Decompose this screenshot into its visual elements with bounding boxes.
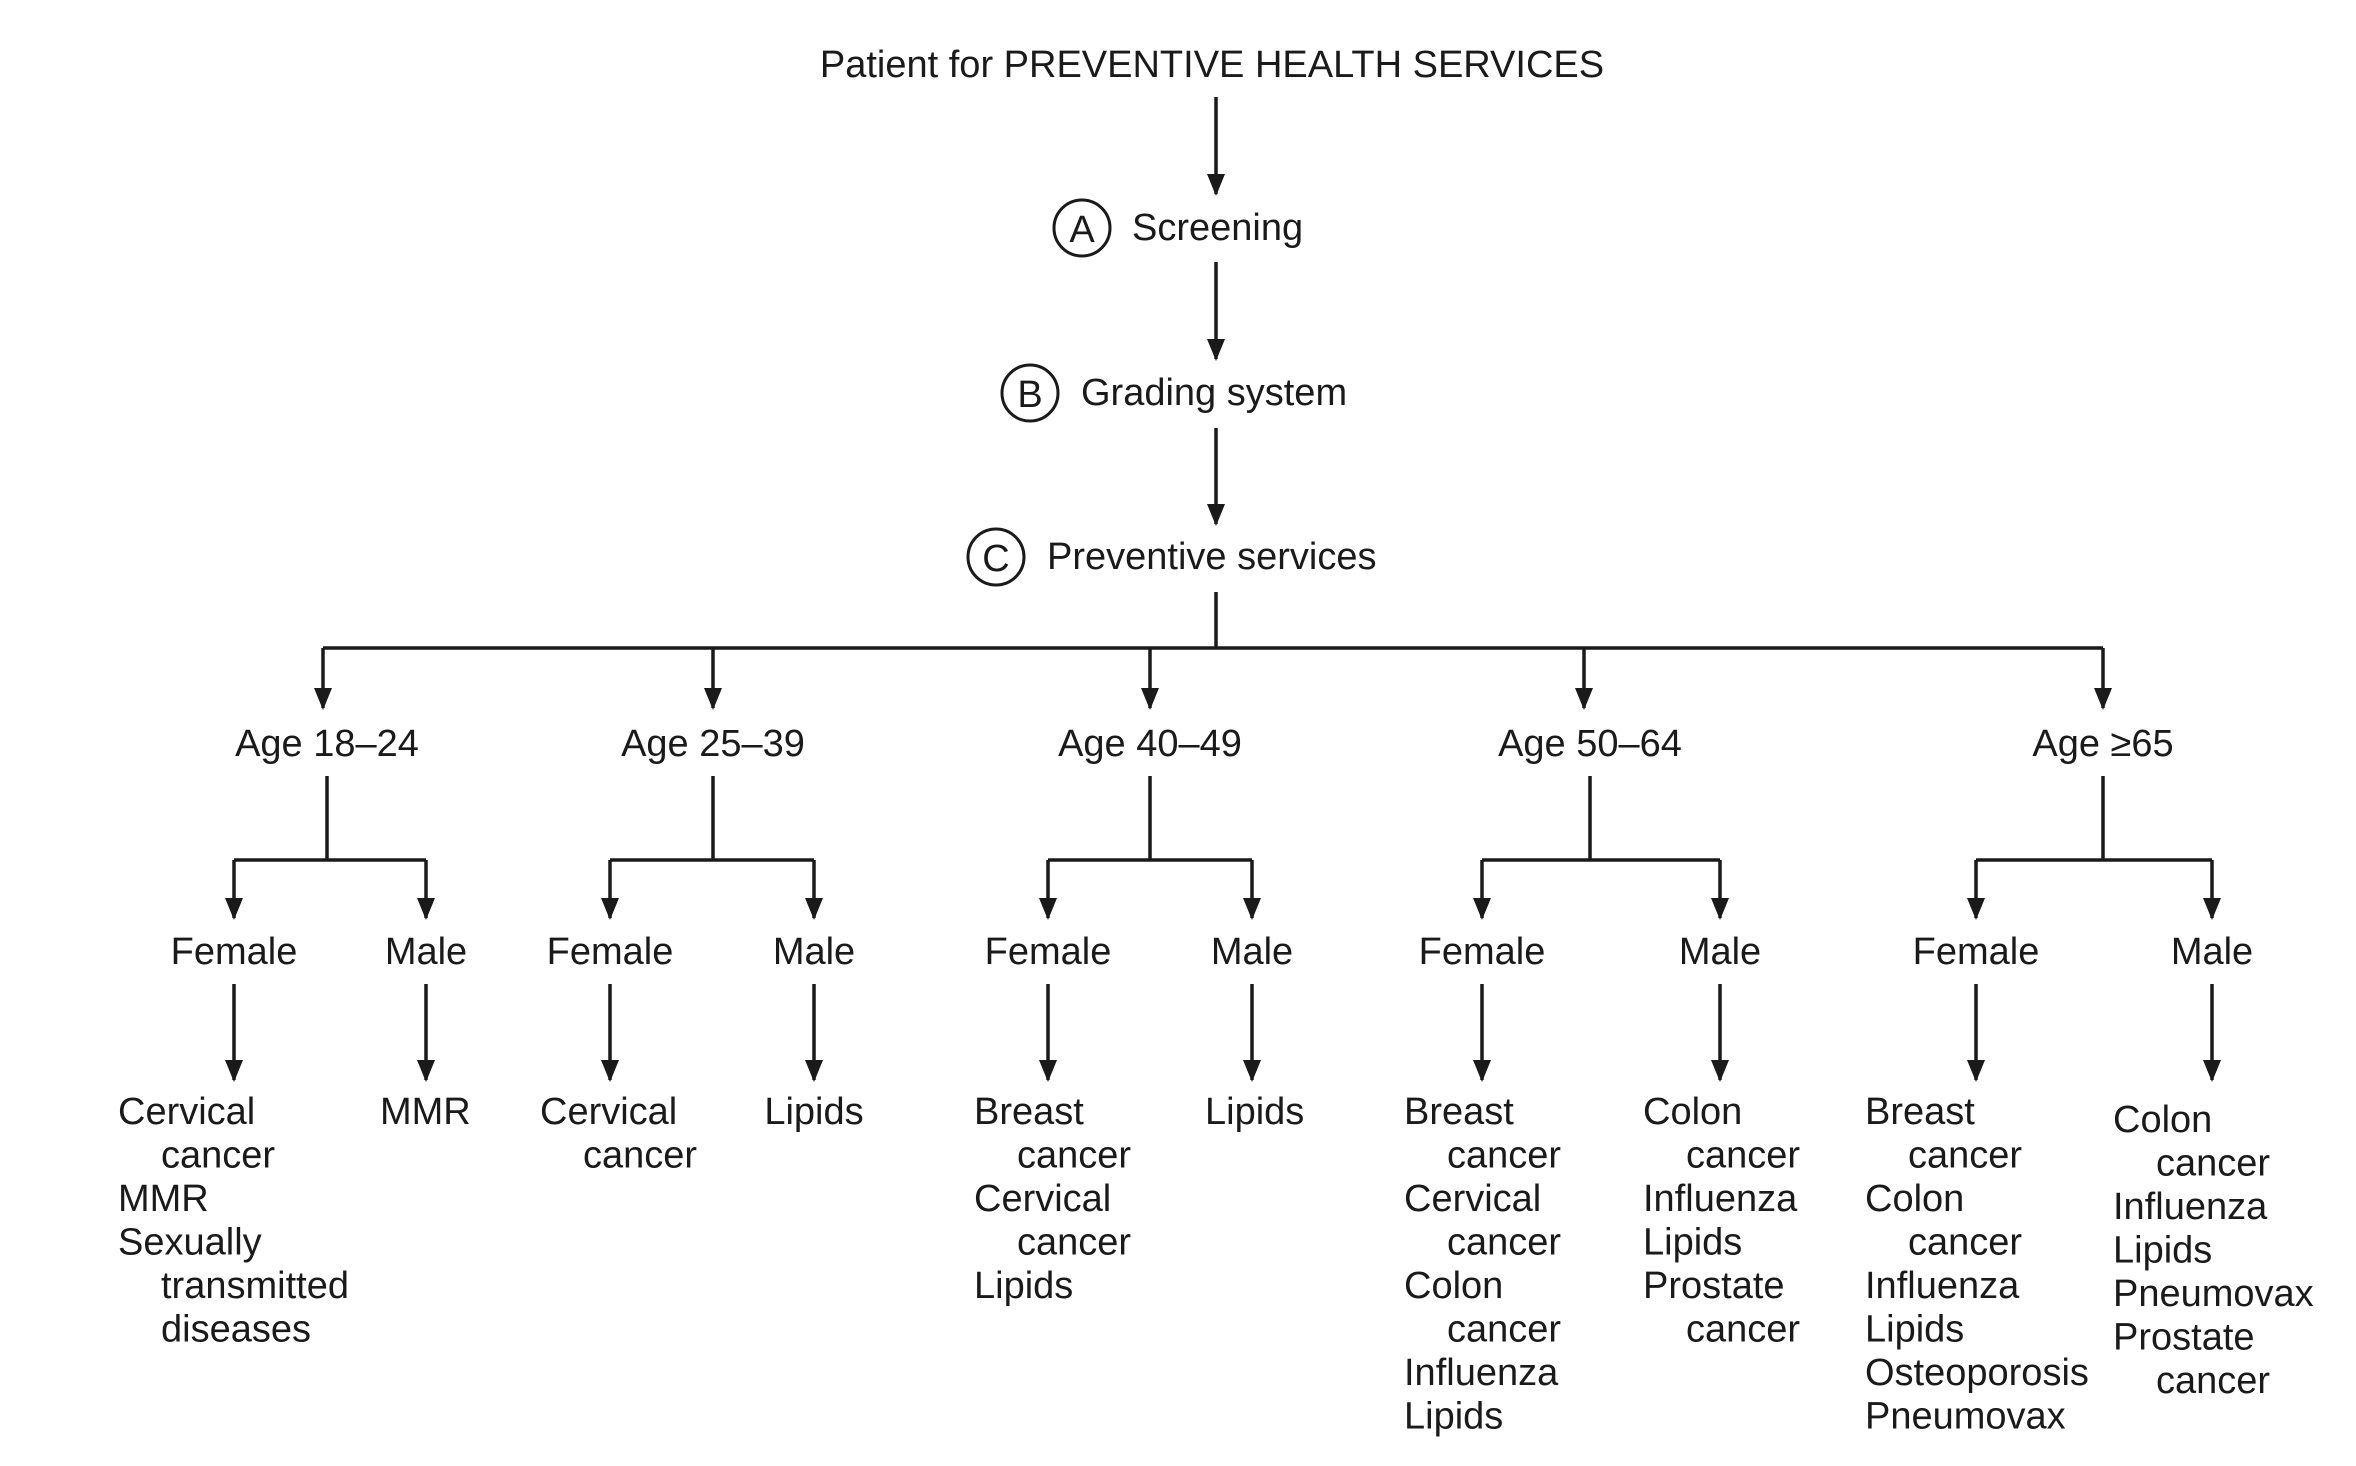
step-a-label: Screening <box>1132 207 1303 249</box>
male-label: Male <box>2171 931 2253 973</box>
female-service-item: Cervical <box>540 1091 677 1133</box>
step-c-letter: C <box>982 538 1009 580</box>
female-service-list: BreastcancerColoncancerInfluenzaLipidsOs… <box>1865 1091 2089 1438</box>
female-service-item: Pneumovax <box>1865 1396 2066 1438</box>
female-service-item: Osteoporosis <box>1865 1352 2089 1394</box>
age-label: Age ≥65 <box>2032 723 2173 765</box>
male-service-list: Lipids <box>764 1091 863 1133</box>
step-b-letter: B <box>1017 374 1042 416</box>
female-service-item: Lipids <box>1865 1309 1964 1351</box>
female-service-item: cancer <box>1017 1135 1131 1177</box>
male-service-item: Influenza <box>1643 1178 1798 1220</box>
age-label: Age 18–24 <box>235 723 419 765</box>
step-b: B Grading system <box>1000 363 1347 423</box>
step-b-label: Grading system <box>1081 372 1347 414</box>
female-service-item: Cervical <box>974 1178 1111 1220</box>
female-label: Female <box>1419 931 1546 973</box>
step-a: A Screening <box>1052 198 1303 258</box>
female-service-item: cancer <box>1908 1222 2022 1264</box>
male-service-item: Lipids <box>1205 1091 1304 1133</box>
age-group: Age ≥65FemaleBreastcancerColoncancerInfl… <box>1865 648 2314 1438</box>
female-service-item: Cervical <box>118 1091 255 1133</box>
male-service-list: MMR <box>380 1091 471 1133</box>
female-service-item: cancer <box>1017 1222 1131 1264</box>
male-service-item: Prostate <box>2113 1317 2255 1359</box>
male-service-item: Lipids <box>1643 1222 1742 1264</box>
male-label: Male <box>1211 931 1293 973</box>
male-service-item: cancer <box>2156 1360 2270 1402</box>
age-group: Age 40–49FemaleBreastcancerCervicalcance… <box>974 648 1304 1307</box>
male-service-item: MMR <box>380 1091 471 1133</box>
step-c-circle <box>966 527 1026 587</box>
female-service-item: Breast <box>1865 1091 1975 1133</box>
male-label: Male <box>1679 931 1761 973</box>
male-service-item: cancer <box>1686 1309 1800 1351</box>
age-groups: Age 18–24FemaleCervicalcancerMMRSexually… <box>118 592 2314 1438</box>
female-label: Female <box>1913 931 2040 973</box>
female-service-item: Colon <box>1404 1265 1503 1307</box>
female-service-item: cancer <box>161 1135 275 1177</box>
step-a-letter: A <box>1069 209 1095 251</box>
age-label: Age 50–64 <box>1498 723 1682 765</box>
male-service-item: Influenza <box>2113 1186 2268 1228</box>
male-label: Male <box>773 931 855 973</box>
male-service-item: Prostate <box>1643 1265 1785 1307</box>
male-service-item: Lipids <box>764 1091 863 1133</box>
diagram-title: Patient for PREVENTIVE HEALTH SERVICES <box>820 44 1604 86</box>
age-label: Age 25–39 <box>621 723 805 765</box>
male-service-item: cancer <box>1686 1135 1800 1177</box>
age-group: Age 50–64FemaleBreastcancerCervicalcance… <box>1404 648 1800 1438</box>
female-service-item: cancer <box>1447 1135 1561 1177</box>
female-service-item: Influenza <box>1865 1265 2020 1307</box>
step-b-circle <box>1000 363 1060 423</box>
age-group: Age 18–24FemaleCervicalcancerMMRSexually… <box>118 648 471 1351</box>
female-service-item: cancer <box>1908 1135 2022 1177</box>
female-service-item: Influenza <box>1404 1352 1559 1394</box>
female-service-item: Breast <box>1404 1091 1514 1133</box>
step-c-label: Preventive services <box>1047 536 1376 578</box>
female-service-list: CervicalcancerMMRSexuallytransmitteddise… <box>118 1091 349 1351</box>
step-c: C Preventive services <box>966 527 1376 587</box>
female-service-item: Lipids <box>1404 1396 1503 1438</box>
male-service-list: ColoncancerInfluenzaLipidsPneumovaxProst… <box>2113 1099 2314 1402</box>
female-service-item: cancer <box>1447 1309 1561 1351</box>
male-service-item: Lipids <box>2113 1230 2212 1272</box>
male-label: Male <box>385 931 467 973</box>
female-service-item: diseases <box>161 1309 311 1351</box>
female-service-item: Breast <box>974 1091 1084 1133</box>
age-label: Age 40–49 <box>1058 723 1242 765</box>
male-service-item: cancer <box>2156 1143 2270 1185</box>
female-service-item: Colon <box>1865 1178 1964 1220</box>
female-service-item: cancer <box>1447 1222 1561 1264</box>
female-service-item: Lipids <box>974 1265 1073 1307</box>
female-service-item: transmitted <box>161 1265 349 1307</box>
female-service-item: Sexually <box>118 1222 262 1264</box>
female-label: Female <box>171 931 298 973</box>
step-a-circle <box>1052 198 1112 258</box>
female-service-list: BreastcancerCervicalcancerColoncancerInf… <box>1404 1091 1561 1438</box>
male-service-list: Lipids <box>1205 1091 1304 1133</box>
female-service-item: cancer <box>583 1135 697 1177</box>
male-service-item: Pneumovax <box>2113 1273 2314 1315</box>
male-service-item: Colon <box>2113 1099 2212 1141</box>
male-service-item: Colon <box>1643 1091 1742 1133</box>
female-service-item: Cervical <box>1404 1178 1541 1220</box>
female-service-item: MMR <box>118 1178 209 1220</box>
female-label: Female <box>985 931 1112 973</box>
female-label: Female <box>547 931 674 973</box>
